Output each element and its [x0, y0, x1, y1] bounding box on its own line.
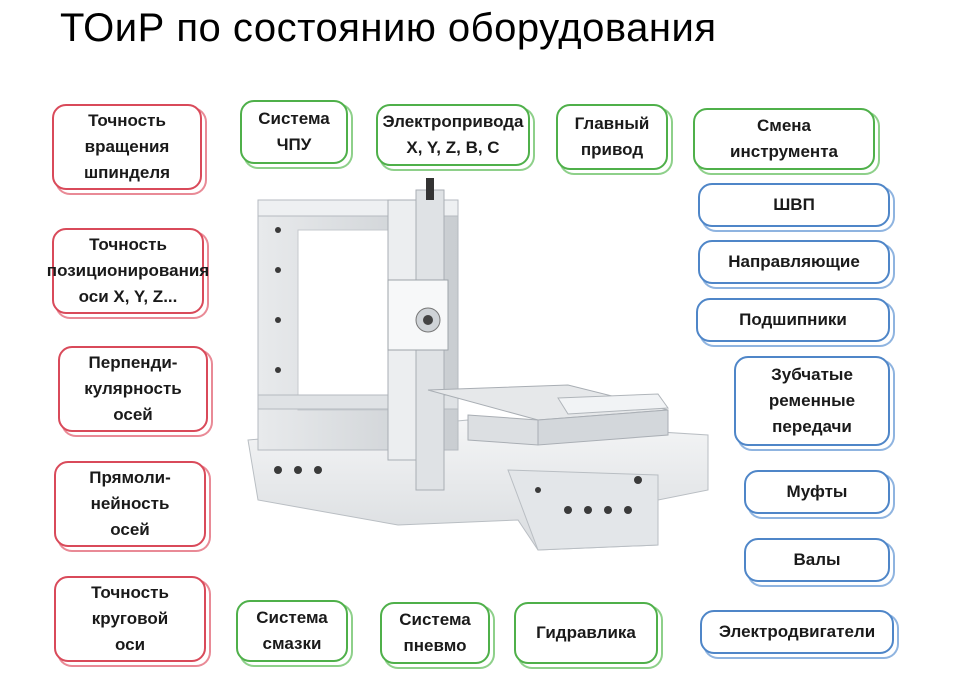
positioning-accuracy-box: Точность позиционирования оси X, Y, Z... — [47, 228, 209, 314]
cnc-system-box: Система ЧПУ — [240, 100, 348, 164]
straightness-box: Прямоли- нейность осей — [54, 461, 206, 547]
perpendicularity-box: Перпенди- кулярность осей — [58, 346, 208, 432]
ballscrew-box: ШВП — [698, 183, 890, 227]
pneumatics-system-box: Система пневмо — [380, 602, 490, 664]
lubrication-system-box: Система смазки — [236, 600, 348, 662]
spindle-accuracy-box: Точность вращения шпинделя — [52, 104, 202, 190]
tool-change-box: Смена инструмента — [693, 108, 875, 170]
hydraulics-box: Гидравлика — [514, 602, 658, 664]
machining-center-image — [247, 178, 709, 551]
electric-drives-box: Электропривода X, Y, Z, B, C — [376, 104, 530, 166]
couplings-box: Муфты — [744, 470, 890, 514]
guides-box: Направляющие — [698, 240, 890, 284]
circular-axis-accuracy-box: Точность круговой оси — [54, 576, 206, 662]
main-drive-box: Главный привод — [556, 104, 668, 170]
electric-motors-box: Электродвигатели — [700, 610, 894, 654]
belt-drives-box: Зубчатые ременные передачи — [734, 356, 890, 446]
bearings-box: Подшипники — [696, 298, 890, 342]
page-title: ТОиР по состоянию оборудования — [60, 6, 717, 50]
shafts-box: Валы — [744, 538, 890, 582]
